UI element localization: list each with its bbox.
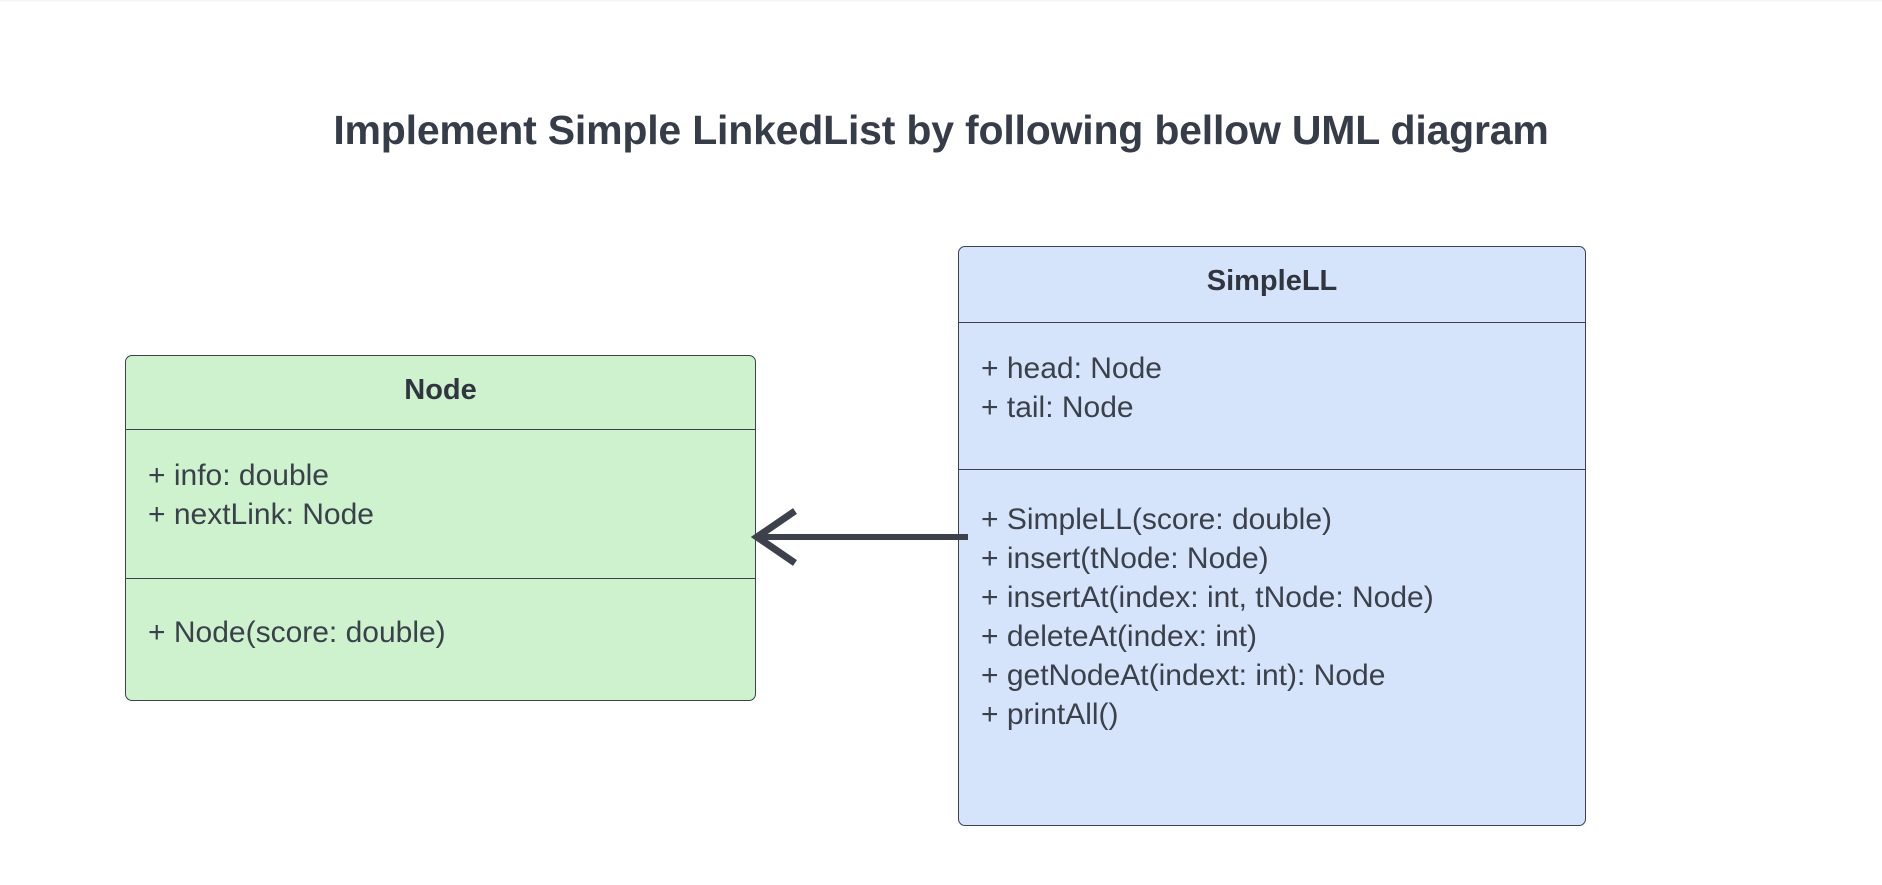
method-row: + Node(score: double) — [148, 616, 446, 649]
attributes-compartment-simplell: + head: Node + tail: Node — [959, 322, 1585, 469]
attribute-row: + tail: Node — [981, 391, 1134, 424]
attributes-compartment-node: + info: double + nextLink: Node — [126, 429, 755, 578]
method-row: + deleteAt(index: int) — [981, 620, 1257, 653]
uml-class-node[interactable]: Node + info: double + nextLink: Node + N… — [125, 355, 756, 701]
method-row: + insert(tNode: Node) — [981, 542, 1269, 575]
method-row: + SimpleLL(score: double) — [981, 503, 1333, 536]
attribute-row: + head: Node — [981, 352, 1162, 385]
class-name-simplell: SimpleLL — [1206, 265, 1338, 297]
method-row: + getNodeAt(indext: int): Node — [981, 659, 1386, 692]
method-row: + insertAt(index: int, tNode: Node) — [981, 581, 1434, 614]
methods-compartment-simplell: + SimpleLL(score: double) + insert(tNode… — [959, 469, 1585, 764]
uml-class-simplell[interactable]: SimpleLL + head: Node + tail: Node + Sim… — [958, 246, 1586, 826]
association-arrow-icon — [750, 508, 968, 566]
top-divider — [0, 0, 1882, 3]
attribute-row: + nextLink: Node — [148, 498, 374, 531]
methods-compartment-node: + Node(score: double) — [126, 578, 755, 692]
attribute-row: + info: double — [148, 459, 329, 492]
page-title: Implement Simple LinkedList by following… — [333, 107, 1549, 154]
class-name-node: Node — [404, 374, 477, 406]
method-row: + printAll() — [981, 698, 1119, 731]
